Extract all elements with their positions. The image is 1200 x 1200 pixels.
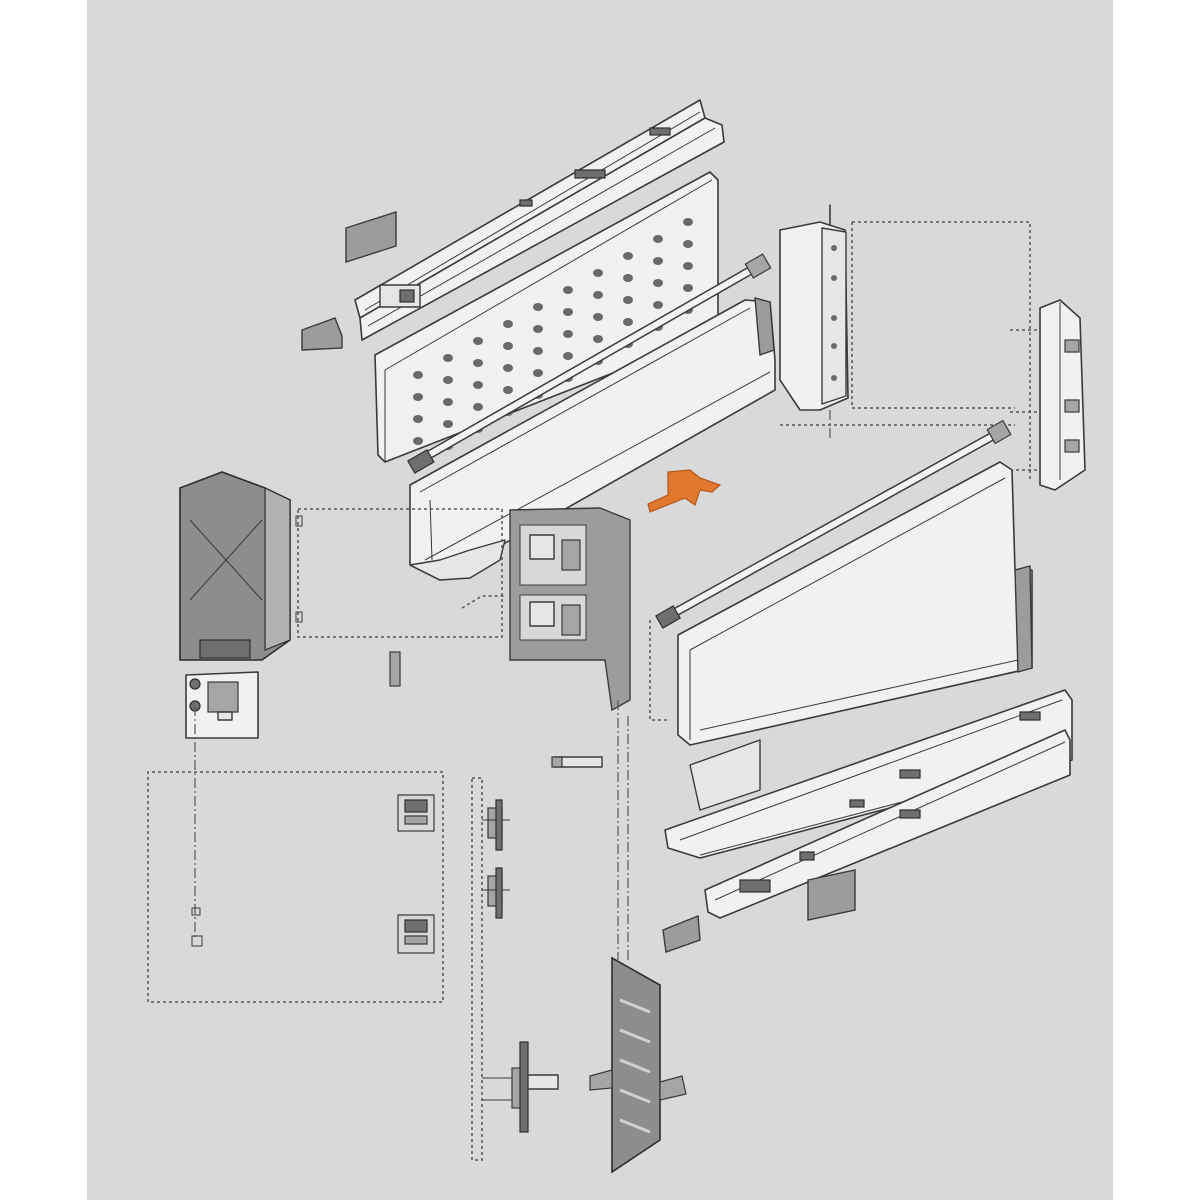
panel-perforation: [503, 386, 513, 394]
back-panel-outline-right: [780, 221, 1038, 480]
gallery-rod-right: [655, 419, 1012, 629]
panel-perforation: [533, 325, 543, 333]
fixing-screws-group: [482, 799, 510, 919]
drawer-runner-lower: [704, 729, 1071, 919]
drawer-runner-top: [354, 99, 725, 341]
panel-perforation: [653, 301, 663, 309]
side-profile-right: [677, 461, 1033, 746]
panel-perforation: [413, 415, 423, 423]
panel-perforation: [533, 369, 543, 377]
panel-perforation: [563, 308, 573, 316]
panel-perforation: [443, 376, 453, 384]
panel-perforation: [683, 240, 693, 248]
panel-perforation: [473, 403, 483, 411]
panel-perforation: [503, 364, 513, 372]
panel-perforation: [413, 371, 423, 379]
panel-perforation: [413, 393, 423, 401]
panel-perforation: [683, 218, 693, 226]
dowel-pin: [389, 651, 401, 687]
fixing-plate-left: [185, 671, 259, 739]
panel-perforation: [623, 296, 633, 304]
bottom-clip-lower: [397, 914, 435, 954]
panel-perforation: [593, 269, 603, 277]
panel-perforation: [443, 420, 453, 428]
panel-perforation: [563, 286, 573, 294]
panel-perforation: [503, 342, 513, 350]
panel-perforation: [683, 284, 693, 292]
panel-perforation: [413, 437, 423, 445]
label-plate-top: [345, 211, 397, 263]
panel-perforation: [473, 359, 483, 367]
panel-perforation: [593, 291, 603, 299]
front-panel-side-outline: [471, 777, 510, 1161]
panel-perforation: [653, 235, 663, 243]
front-fixing-bracket-center: [509, 507, 631, 712]
panel-perforation: [473, 337, 483, 345]
panel-perforation: [593, 313, 603, 321]
panel-perforation: [533, 347, 543, 355]
front-panel-outline-left: [295, 508, 505, 638]
panel-perforation: [653, 279, 663, 287]
inner-front-fixing-left: [179, 471, 291, 661]
panel-perforation: [683, 262, 693, 270]
panel-perforation: [473, 381, 483, 389]
panel-perforation: [563, 330, 573, 338]
panel-perforation: [593, 335, 603, 343]
panel-perforation: [563, 352, 573, 360]
runner-bracket-bottom: [662, 914, 701, 953]
corner-bracket-icon: [647, 469, 722, 513]
panel-perforation: [503, 320, 513, 328]
rear-bracket-upright: [779, 204, 849, 411]
panel-perforation: [623, 252, 633, 260]
panel-perforation: [653, 257, 663, 265]
panel-perforation: [533, 303, 543, 311]
panel-perforation: [443, 354, 453, 362]
gallery-rod-top: [407, 253, 772, 474]
runner-bracket-top: [301, 317, 343, 351]
dowel-pin-long: [551, 756, 603, 768]
bottom-clip-upper: [397, 794, 435, 832]
panel-perforation: [443, 398, 453, 406]
panel-perforation: [623, 274, 633, 282]
panel-perforation: [623, 318, 633, 326]
label-plate-bottom: [807, 869, 856, 921]
front-fixing-panel-bottom: [589, 956, 687, 1174]
bottom-panel-outline: [147, 771, 444, 1003]
front-clip-hardware: [482, 1041, 559, 1133]
rear-bracket-right: [1039, 299, 1086, 491]
